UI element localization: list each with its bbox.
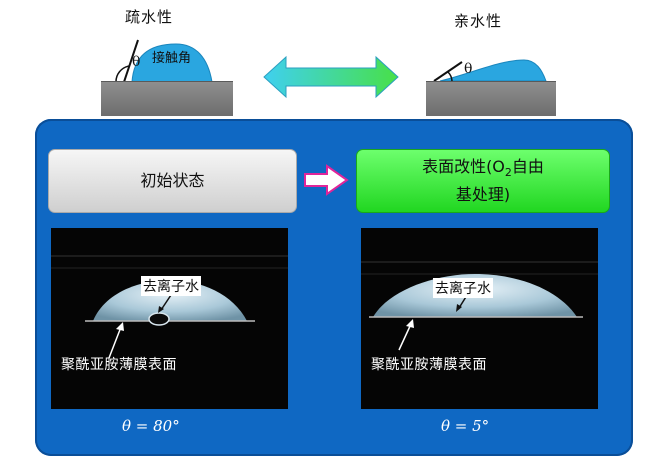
right-angle-value: θ = 5° [441, 417, 490, 435]
initial-state-label: 初始状态 [140, 171, 205, 190]
modified-label-sub: 2 [504, 166, 512, 180]
hydrophilic-label: 亲水性 [454, 12, 503, 30]
angle-arc [447, 71, 453, 82]
tangent-line [433, 61, 463, 82]
hydrophobic-label: 疏水性 [125, 8, 174, 26]
modified-label-line1: 表面改性(O [422, 156, 505, 176]
pointer-arrow-icon [160, 294, 172, 311]
angle-arc [115, 65, 130, 83]
pointer-arrow-icon [398, 323, 412, 351]
left-droplet-photo: 去离子水 聚酰亚胺薄膜表面 [51, 228, 288, 409]
left-surface-label: 聚酰亚胺薄膜表面 [61, 357, 177, 373]
hydrophobic-droplet [131, 43, 213, 83]
hydrophobic-droplet-diagram [115, 39, 213, 83]
left-angle-value: θ = 80° [122, 417, 180, 435]
surface-modified-box: 表面改性(O2自由 基处理) [356, 149, 610, 213]
hydrophilic-substrate [426, 81, 556, 116]
modified-label-line2: 基处理) [455, 185, 511, 205]
right-photo-drawing [361, 261, 598, 351]
hydrophobic-substrate [101, 81, 233, 116]
right-arrow-icon [304, 164, 349, 196]
theta-symbol-right: θ [464, 61, 473, 77]
left-water-label: 去离子水 [141, 276, 201, 296]
left-photo-drawing [51, 255, 288, 359]
tangent-line [123, 39, 139, 83]
theta-symbol-left: θ [132, 54, 141, 70]
modified-label-line1-end: 自由 [511, 156, 544, 176]
hydrophilic-droplet-diagram [433, 59, 547, 82]
right-droplet-photo: 去离子水 聚酰亚胺薄膜表面 [361, 228, 598, 409]
pointer-arrow-icon [108, 326, 122, 359]
initial-state-box: 初始状态 [48, 149, 297, 213]
right-water-label: 去离子水 [433, 278, 493, 298]
hydrophilic-droplet [439, 59, 547, 82]
small-droplet [148, 312, 170, 326]
contact-angle-label: 接触角 [152, 51, 192, 66]
left-droplet-dome [93, 280, 247, 321]
right-surface-label: 聚酰亚胺薄膜表面 [371, 357, 487, 373]
double-arrow-icon [263, 55, 399, 99]
